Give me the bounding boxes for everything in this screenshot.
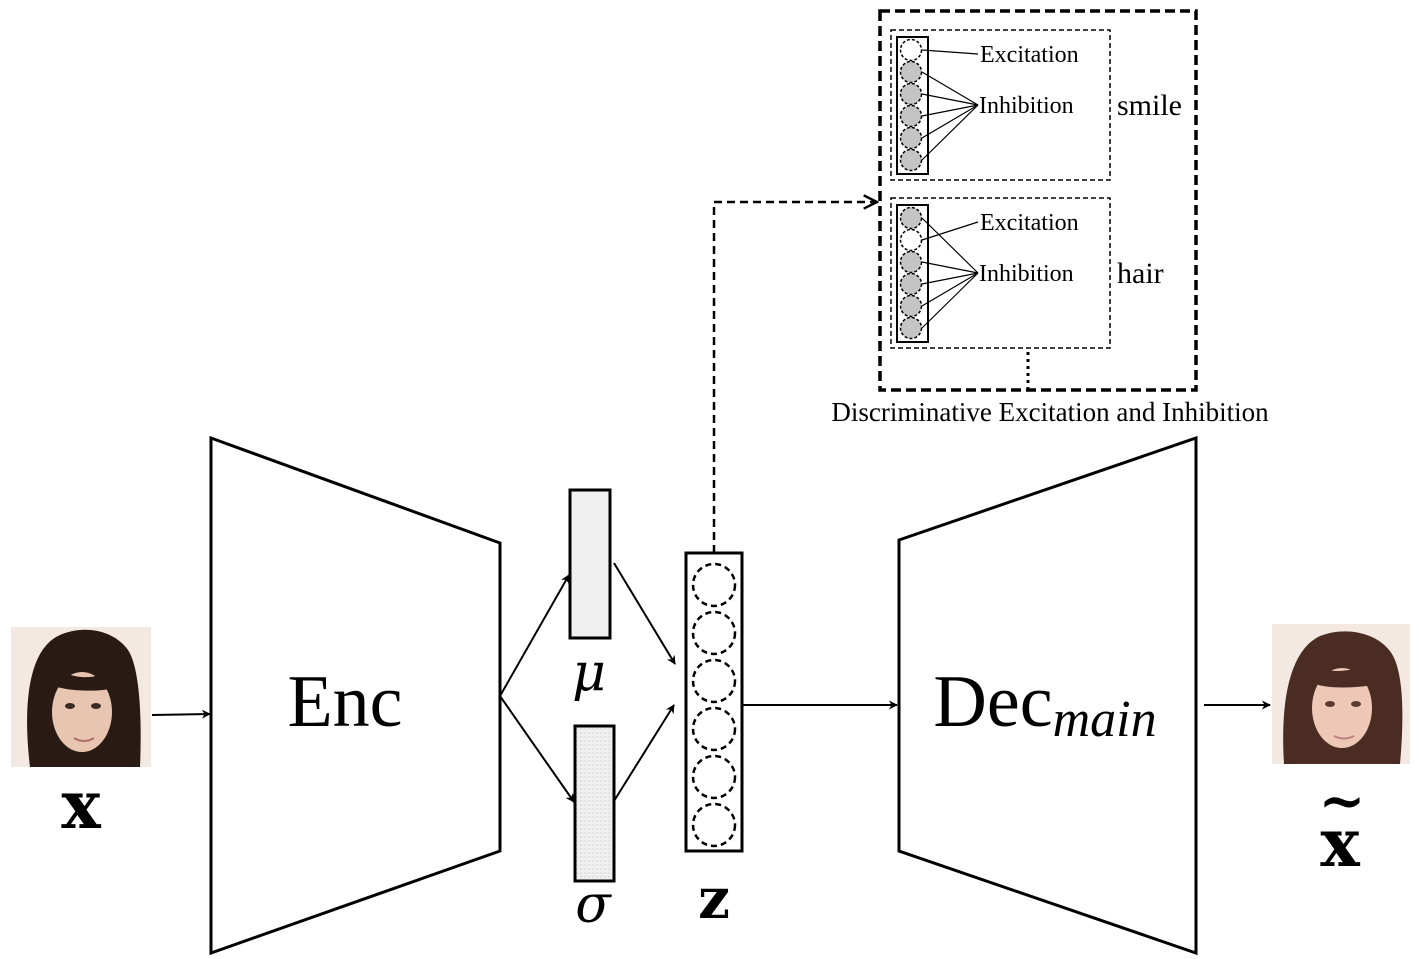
- latent-unit: [691, 706, 737, 752]
- attribute-unit-column: [896, 36, 929, 175]
- inhibition-connection: [921, 272, 979, 329]
- encoder-block: [209, 435, 502, 956]
- inhibition-connection: [921, 104, 979, 117]
- sigma-label: σ: [575, 875, 612, 935]
- attribute-name-label: smile: [1117, 89, 1182, 122]
- inhibited-unit: [899, 126, 923, 150]
- excited-unit: [899, 38, 923, 62]
- arrow-mu-to-z: [613, 562, 676, 665]
- excitation-label: Excitation: [980, 42, 1079, 68]
- inhibited-unit: [899, 294, 923, 318]
- inhibited-unit: [899, 104, 923, 128]
- excitation-connection: [921, 221, 979, 241]
- output-tilde: ~: [1319, 768, 1366, 834]
- attribute-name-label: hair: [1117, 257, 1164, 290]
- latent-unit: [691, 754, 737, 800]
- latent-unit: [691, 802, 737, 848]
- inhibition-label: Inhibition: [979, 261, 1074, 287]
- latent-unit: [691, 610, 737, 656]
- encoder-label: Enc: [287, 661, 402, 743]
- inhibited-unit: [899, 316, 923, 340]
- inhibition-connection: [921, 104, 979, 161]
- inhibited-unit: [899, 148, 923, 172]
- inhibition-label: Inhibition: [979, 93, 1074, 119]
- inhibition-connection: [921, 217, 979, 274]
- decoder-label: Decmain: [933, 661, 1156, 748]
- output-label: x: [1320, 804, 1360, 882]
- bangs-shape: [50, 660, 116, 691]
- latent-unit: [691, 562, 737, 608]
- inhibited-unit: [899, 82, 923, 106]
- inhibition-connection: [921, 272, 979, 285]
- latent-unit: [691, 658, 737, 704]
- inhibited-unit: [899, 272, 923, 296]
- z-label: z: [698, 866, 730, 932]
- dashed-arrow-z-to-module: [712, 202, 877, 553]
- attribute-unit-column: [896, 204, 929, 343]
- inhibited-unit: [899, 250, 923, 274]
- mu-label: μ: [572, 643, 606, 703]
- mu-vector: [568, 488, 612, 640]
- excited-unit: [899, 228, 923, 252]
- inhibition-connection: [921, 104, 979, 139]
- excitation-label: Excitation: [980, 210, 1079, 236]
- inhibition-connection: [921, 272, 979, 307]
- bangs-shape: [1310, 656, 1378, 688]
- input-face-image: [11, 627, 151, 767]
- output-face-image: [1272, 624, 1410, 764]
- latent-vector-z: [684, 551, 744, 853]
- module-outer-box: [878, 9, 1198, 392]
- face-shape: [1312, 668, 1372, 748]
- arrow-encoder-to-sigma: [499, 695, 575, 803]
- face-shape: [52, 672, 112, 752]
- module-caption: Discriminative Excitation and Inhibition: [831, 397, 1269, 427]
- sigma-vector: [573, 724, 616, 883]
- inhibition-connection: [921, 93, 979, 106]
- input-label: x: [61, 766, 101, 844]
- inhibited-unit: [899, 60, 923, 84]
- excitation-connection: [921, 49, 979, 55]
- arrow-sigma-to-z: [613, 704, 675, 802]
- arrow-encoder-to-mu: [499, 574, 570, 697]
- inhibition-connection: [921, 261, 979, 274]
- latent-units: [691, 562, 737, 848]
- inhibited-unit: [899, 206, 923, 230]
- decoder-block: [897, 435, 1198, 956]
- arrow-input-to-encoder: [151, 709, 211, 719]
- inhibition-connection: [921, 71, 979, 106]
